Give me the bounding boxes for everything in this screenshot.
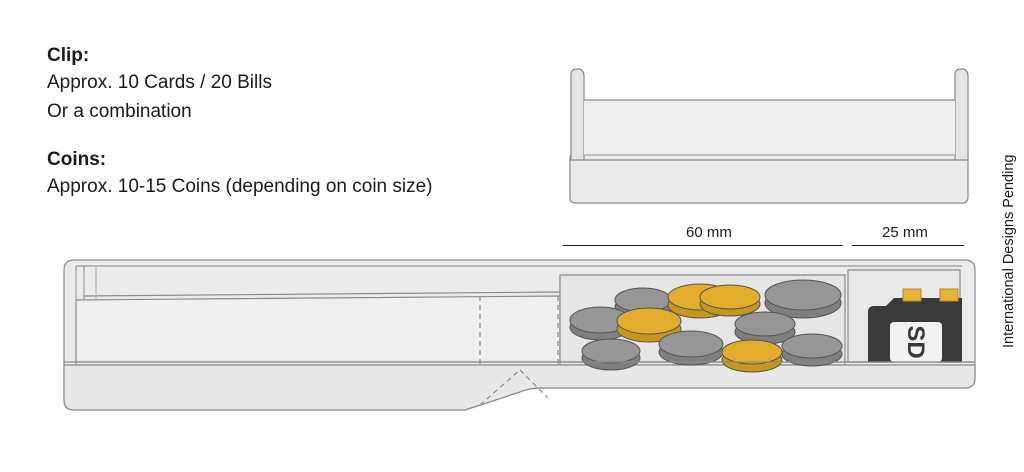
clip-right-wall xyxy=(954,68,969,161)
coin-silver xyxy=(581,338,641,371)
coin-section-dimension-label: 60 mm xyxy=(686,224,732,241)
sd-card: SD xyxy=(868,288,962,362)
coin-gold xyxy=(616,307,682,343)
coin-silver xyxy=(658,330,724,366)
clip-spec: Clip: Approx. 10 Cards / 20 Bills Or a c… xyxy=(47,44,272,126)
clip-inner-back xyxy=(584,100,955,155)
card-section-dimension-line xyxy=(852,245,964,246)
coins-capacity-text: Approx. 10-15 Coins (depending on coin s… xyxy=(47,176,433,197)
coin-silver xyxy=(764,279,842,319)
card-slot-front xyxy=(75,295,561,366)
coin-stack xyxy=(569,279,843,373)
clip-illustration xyxy=(569,68,969,204)
coins-spec: Coins: Approx. 10-15 Coins (depending on… xyxy=(47,148,433,201)
coin-gold xyxy=(699,284,761,317)
card-slot-top xyxy=(83,291,561,297)
designs-pending-note: International Designs Pending xyxy=(1001,154,1017,348)
clip-left-wall xyxy=(570,68,585,161)
coin-silver xyxy=(734,311,796,345)
lower-front xyxy=(63,364,976,411)
card-section-dimension-label: 25 mm xyxy=(882,224,928,241)
clip-heading: Clip: xyxy=(47,45,90,66)
coin-silver xyxy=(781,333,843,367)
clip-combination-text: Or a combination xyxy=(47,101,192,122)
coins-heading: Coins: xyxy=(47,149,107,170)
sd-card-label: SD xyxy=(902,325,929,358)
wallet-body xyxy=(63,259,976,411)
clip-capacity-text: Approx. 10 Cards / 20 Bills xyxy=(47,72,272,93)
coin-section-dimension-line xyxy=(563,245,843,246)
coin-gold xyxy=(721,339,783,373)
fold-line xyxy=(519,369,549,399)
